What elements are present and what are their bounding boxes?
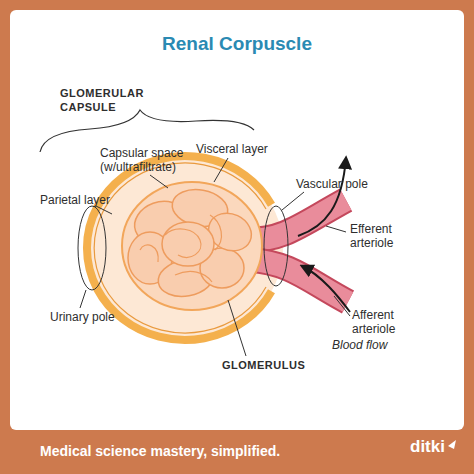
afferent-outline <box>250 260 348 302</box>
leader-line <box>334 296 350 316</box>
leader-line <box>80 290 86 308</box>
blood-flow-arrow <box>298 158 346 236</box>
part-label: Urinary pole <box>50 310 115 324</box>
part-label: Parietal layer <box>40 193 110 207</box>
part-label: Efferent arteriole <box>350 222 416 250</box>
urinary-pole-outline <box>78 206 106 290</box>
parietal-inner-edge <box>94 163 266 333</box>
leader-line <box>228 300 246 356</box>
leader-line <box>150 175 168 188</box>
capillary-line <box>165 229 201 257</box>
capsular-space <box>87 156 283 340</box>
efferent-arteriole <box>248 200 346 240</box>
leader-line <box>326 226 346 232</box>
card <box>10 10 464 430</box>
leader-line <box>96 206 112 214</box>
leader-line <box>282 192 304 210</box>
capillary-lines <box>140 215 221 282</box>
logo-text: ditki <box>410 440 445 454</box>
part-label: Afferent arteriole <box>352 308 418 336</box>
part-label: Vascular pole <box>296 177 368 191</box>
part-label: Capsular space (w/ultrafiltrate) <box>100 146 204 174</box>
capillary-line <box>175 271 212 282</box>
leader-line <box>214 158 228 182</box>
logo-mark <box>448 440 456 449</box>
capillary-loop <box>162 222 214 266</box>
blood-flow-arrow <box>302 266 350 312</box>
vascular-pole-outline <box>264 206 288 286</box>
glomerulus-tuft <box>128 185 258 300</box>
capillary-line <box>140 245 158 262</box>
capillary-line <box>210 215 221 250</box>
part-label: GLOMERULUS <box>222 358 305 372</box>
efferent-outline <box>248 200 346 240</box>
afferent-arteriole <box>250 260 348 302</box>
part-label: Visceral layer <box>196 142 268 156</box>
tagline: Medical science mastery, simplified. <box>40 444 280 458</box>
visceral-layer <box>122 182 262 310</box>
flow-note: Blood flow <box>332 338 387 352</box>
group-label: GLOMERULAR CAPSULE <box>60 86 150 114</box>
title: Renal Corpuscle <box>0 33 474 55</box>
